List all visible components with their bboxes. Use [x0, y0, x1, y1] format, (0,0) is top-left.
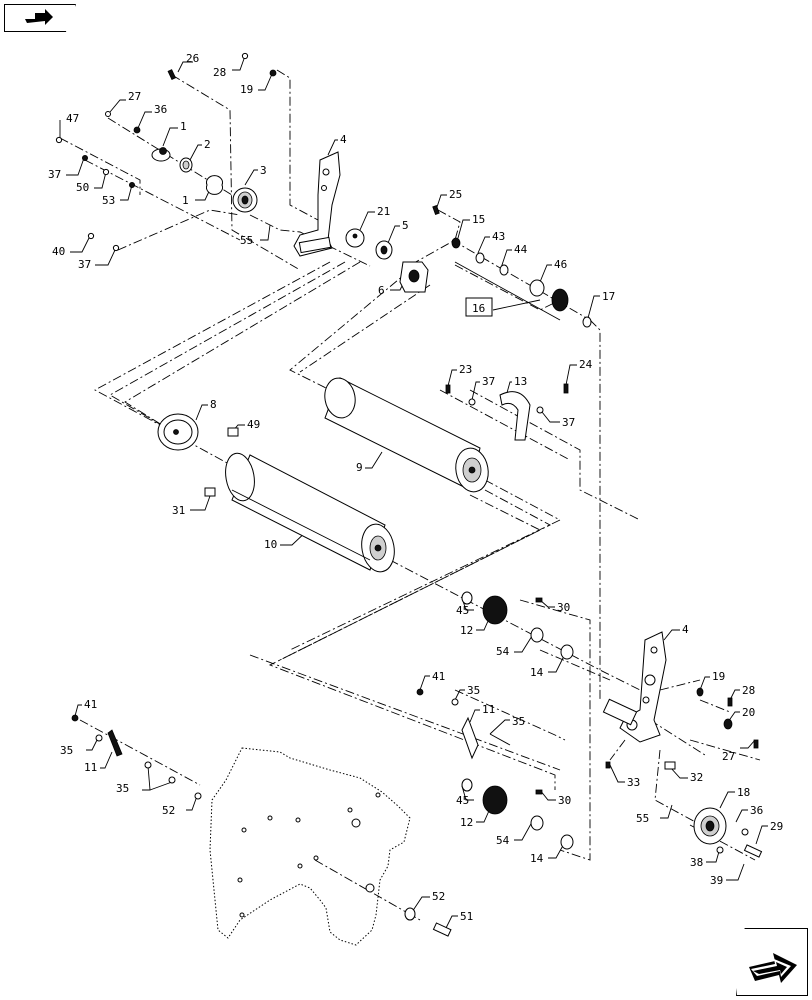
callout-label[interactable]: 51: [460, 910, 473, 923]
callout-label[interactable]: 38: [690, 856, 703, 869]
callout-label[interactable]: 1: [182, 194, 189, 207]
callout-label[interactable]: 55: [240, 234, 253, 247]
callout-label[interactable]: 28: [742, 684, 755, 697]
callout-label[interactable]: 17: [602, 290, 615, 303]
callout-label[interactable]: 15: [472, 213, 485, 226]
callout-label[interactable]: 11: [84, 761, 97, 774]
callout-label[interactable]: 36: [154, 103, 167, 116]
callout-label[interactable]: 47: [66, 112, 79, 125]
callout-label[interactable]: 14: [530, 852, 544, 865]
callout-label[interactable]: 33: [627, 776, 640, 789]
back-nav-button[interactable]: [4, 4, 76, 32]
callout-label[interactable]: 20: [742, 706, 755, 719]
callout-label[interactable]: 45: [456, 604, 469, 617]
callout-label[interactable]: 23: [459, 363, 472, 376]
callout-label[interactable]: 28: [213, 66, 226, 79]
part-shapes: [55, 52, 763, 946]
callout-label[interactable]: 4: [682, 623, 689, 636]
callout-label[interactable]: 29: [770, 820, 783, 833]
callout-label[interactable]: 4: [340, 133, 347, 146]
callout-label[interactable]: 2: [204, 138, 211, 151]
callout-label[interactable]: 55: [636, 812, 649, 825]
phantom-lines: [59, 69, 761, 921]
callout-label[interactable]: 27: [722, 750, 735, 763]
callout-label[interactable]: 11: [482, 703, 495, 716]
callout-label[interactable]: 45: [456, 794, 469, 807]
callout-label[interactable]: 41: [432, 670, 445, 683]
callout-label[interactable]: 35: [512, 715, 525, 728]
callout-label[interactable]: 3: [260, 164, 267, 177]
callout-label[interactable]: 41: [84, 698, 97, 711]
callout-label[interactable]: 54: [496, 834, 510, 847]
callout-label[interactable]: 10: [264, 538, 277, 551]
callout-label[interactable]: 19: [240, 83, 253, 96]
callout-label[interactable]: 37: [78, 258, 91, 271]
callout-label[interactable]: 31: [172, 504, 185, 517]
callout-label[interactable]: 46: [554, 258, 567, 271]
callout-label[interactable]: 5: [402, 219, 409, 232]
forward-nav-button[interactable]: [736, 928, 808, 996]
callout-label[interactable]: 21: [377, 205, 390, 218]
callout-label[interactable]: 30: [558, 794, 571, 807]
callout-label[interactable]: 43: [492, 230, 505, 243]
callout-label[interactable]: 18: [737, 786, 750, 799]
callout-label[interactable]: 8: [210, 398, 217, 411]
callout-label[interactable]: 14: [530, 666, 544, 679]
callout-label[interactable]: 9: [356, 461, 363, 474]
callout-label[interactable]: 6: [378, 284, 385, 297]
callout-label[interactable]: 1: [180, 120, 187, 133]
callout-label[interactable]: 35: [467, 684, 480, 697]
callout-label[interactable]: 36: [750, 804, 763, 817]
callout-label[interactable]: 52: [162, 804, 175, 817]
callout-label[interactable]: 27: [128, 90, 141, 103]
callout-label[interactable]: 54: [496, 645, 510, 658]
leader-lines: [59, 55, 768, 931]
callout-label[interactable]: 12: [460, 816, 473, 829]
callout-labels: 26 28 19 27 36 1 2 47 37 50 53 1 3 4 40 …: [48, 52, 783, 923]
callout-label[interactable]: 49: [247, 418, 260, 431]
back-arrow-icon: [23, 9, 55, 27]
callout-label[interactable]: 40: [52, 245, 65, 258]
callout-label[interactable]: 37: [482, 375, 495, 388]
callout-label[interactable]: 37: [562, 416, 575, 429]
callout-label[interactable]: 39: [710, 874, 723, 887]
callout-label[interactable]: 30: [557, 601, 570, 614]
callout-label[interactable]: 24: [579, 358, 593, 371]
callout-label[interactable]: 53: [102, 194, 115, 207]
callout-label[interactable]: 12: [460, 624, 473, 637]
callout-label[interactable]: 26: [186, 52, 199, 65]
callout-label[interactable]: 52: [432, 890, 445, 903]
callout-label[interactable]: 44: [514, 243, 528, 256]
callout-label[interactable]: 37: [48, 168, 61, 181]
callout-label[interactable]: 19: [712, 670, 725, 683]
callout-label[interactable]: 13: [514, 375, 527, 388]
callout-label[interactable]: 32: [690, 771, 703, 784]
callout-label[interactable]: 16: [472, 302, 485, 315]
callout-label[interactable]: 50: [76, 181, 89, 194]
callout-label[interactable]: 25: [449, 188, 462, 201]
forward-arrow-icon: [745, 943, 801, 985]
callout-label[interactable]: 35: [116, 782, 129, 795]
callout-label[interactable]: 35: [60, 744, 73, 757]
